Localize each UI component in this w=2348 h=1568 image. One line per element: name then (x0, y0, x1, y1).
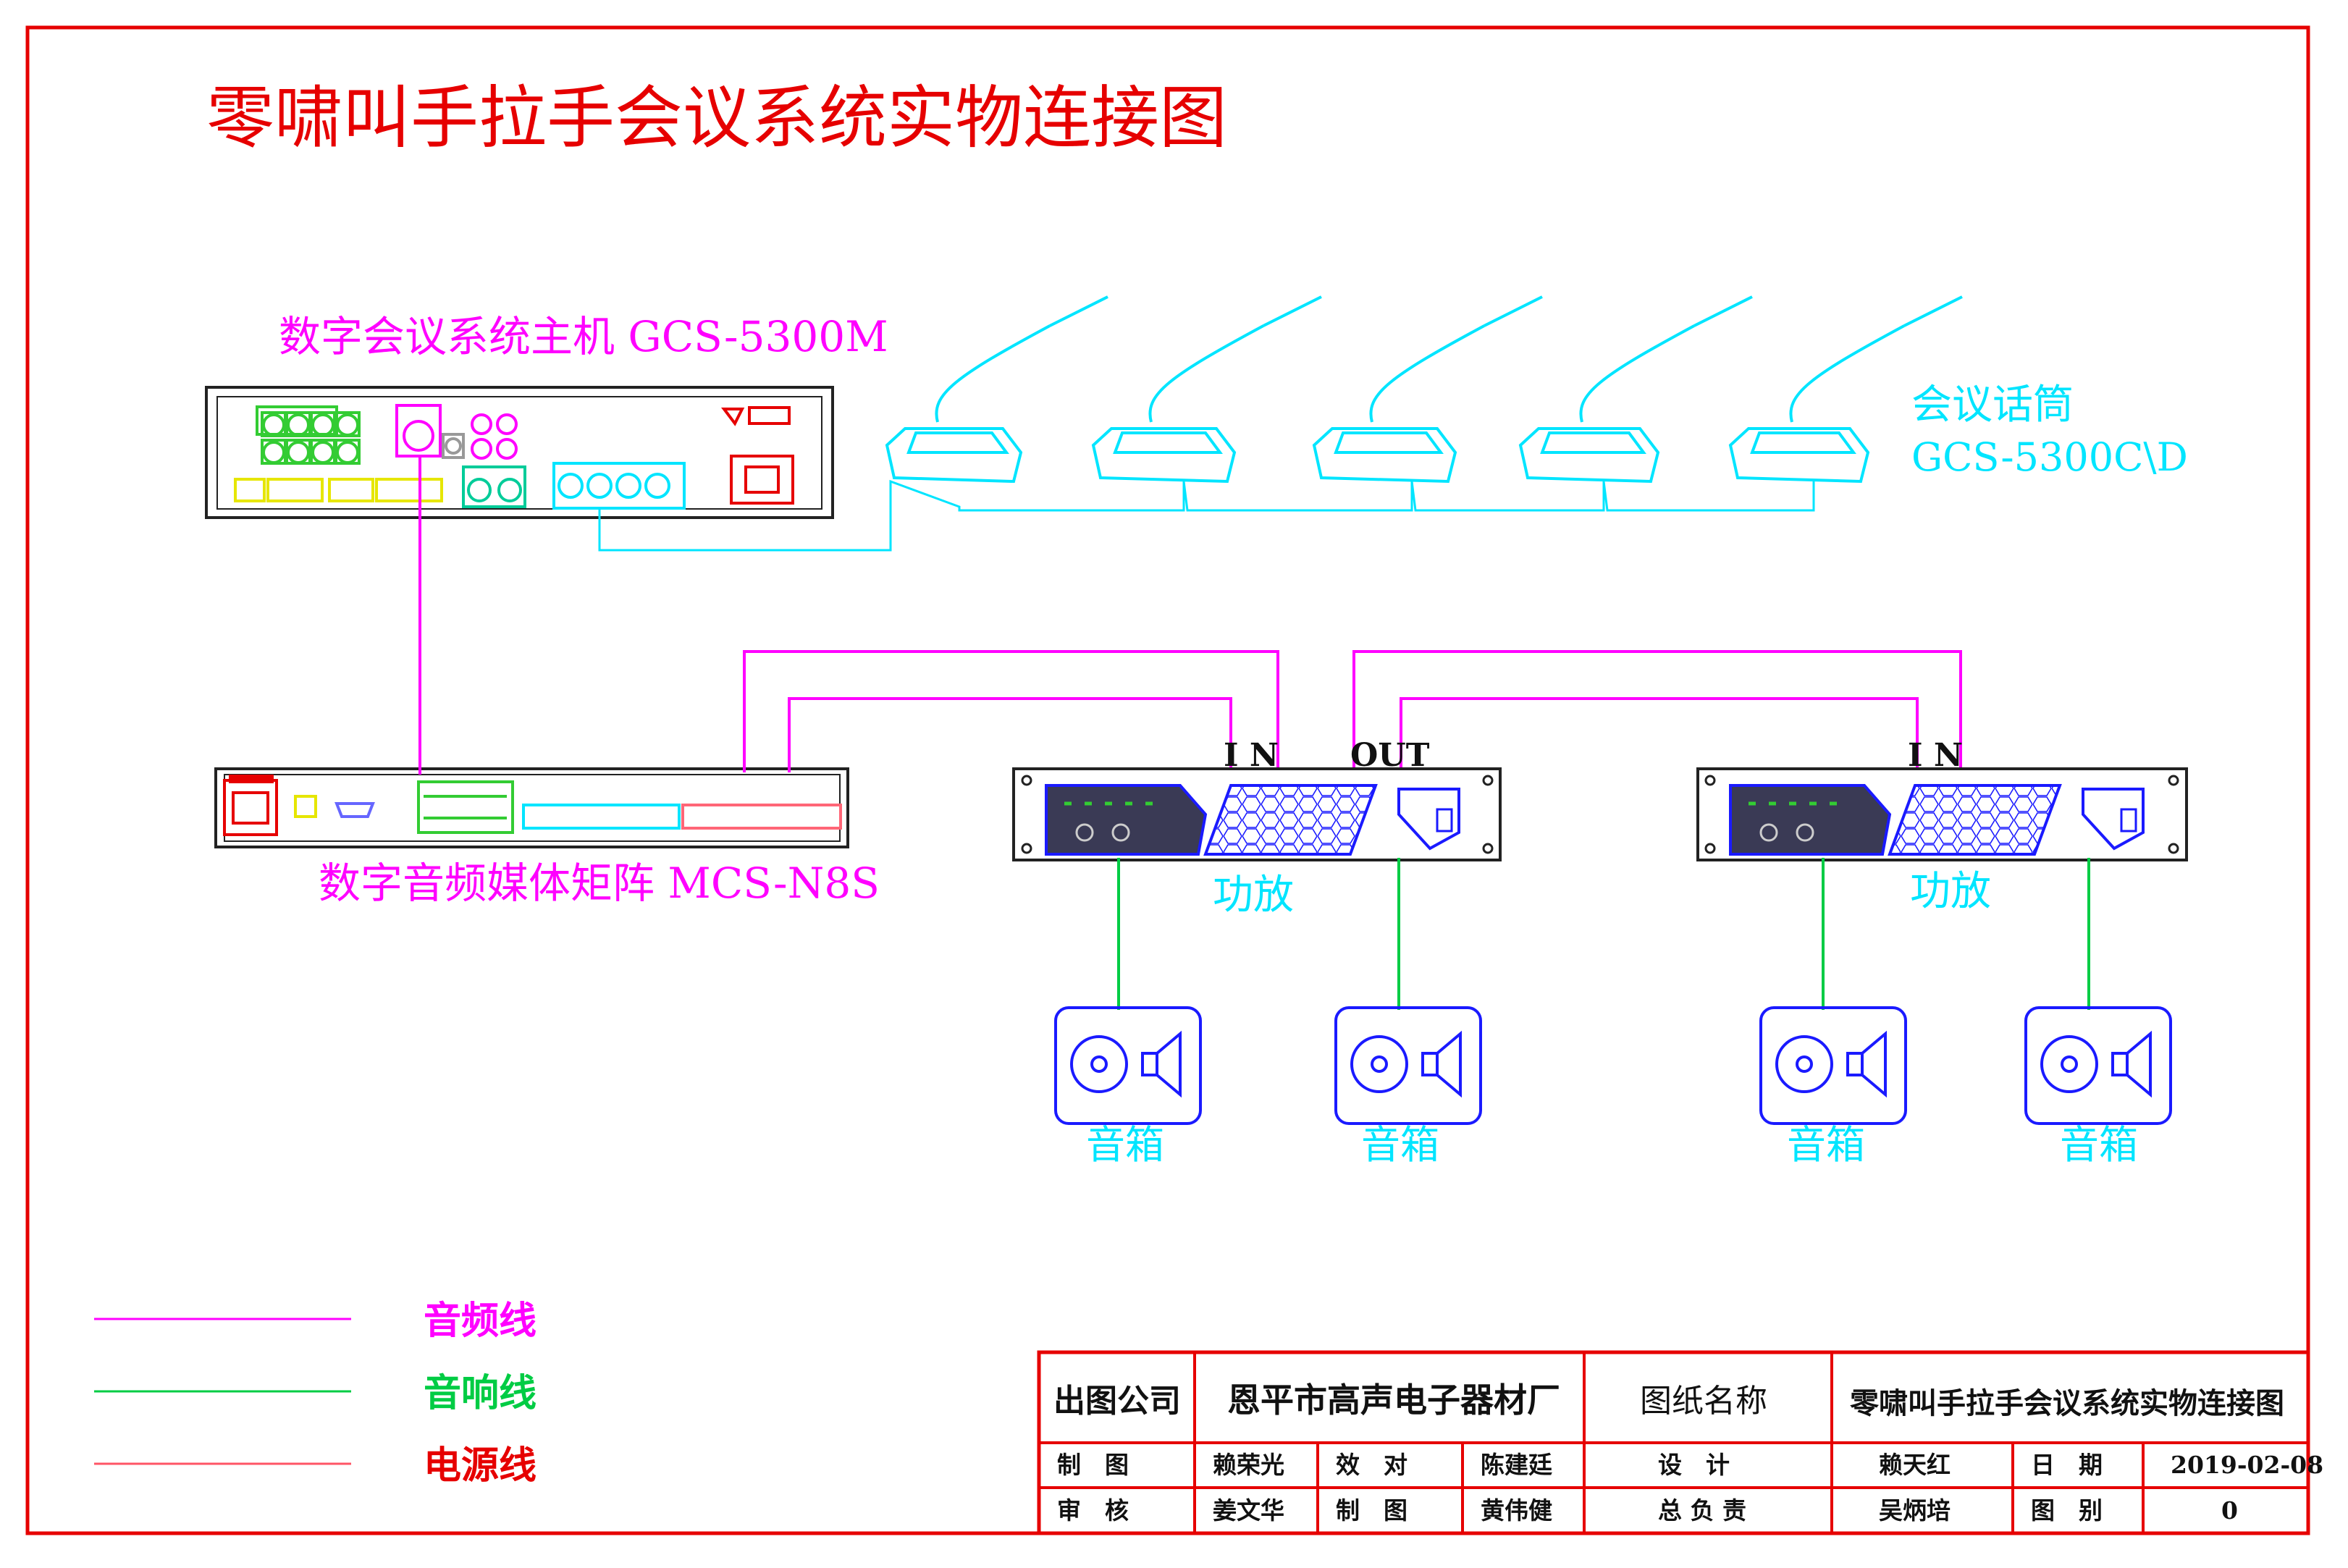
speaker-label-3: 音箱 (1787, 1122, 1865, 1168)
title-block: 出图公司 恩平市高声电子器材厂 图纸名称 零啸叫手拉手会议系统实物连接图 制 图… (1037, 1350, 2323, 1535)
host-connector-grid (256, 405, 361, 465)
tb-r1-c8: 2019-02-08 (2171, 1451, 2323, 1479)
speaker-label-2: 音箱 (1361, 1122, 1439, 1168)
tb-company: 恩平市高声电子器材厂 (1227, 1381, 1560, 1420)
tb-r1-c6: 赖天红 (1879, 1451, 1951, 1479)
tb-r2-c6: 吴炳培 (1879, 1496, 1951, 1525)
tb-r2-c4: 黄伟健 (1481, 1496, 1552, 1525)
mic-label-line1: 会议话筒 (1911, 382, 2074, 429)
host-power-inlet (721, 406, 794, 505)
tb-r1-c7: 日 期 (2031, 1451, 2103, 1479)
page-title: 零啸叫手拉手会议系统实物连接图 (206, 79, 1227, 158)
legend-label-power: 电源线 (424, 1443, 536, 1488)
speaker-label-1: 音箱 (1086, 1122, 1164, 1168)
tb-r1-c1: 制 图 (1057, 1451, 1129, 1479)
amplifier-2 (1696, 767, 2188, 861)
tb-drawing-name: 零啸叫手拉手会议系统实物连接图 (1850, 1386, 2284, 1420)
amplifier-1 (1012, 767, 1502, 861)
tb-r1-c2: 赖荣光 (1213, 1451, 1284, 1479)
amp1-label: 功放 (1213, 872, 1294, 919)
matrix-input-bank (522, 804, 681, 830)
audio-cable-amp1-amp2-b (1400, 697, 1919, 769)
host-xlr-out (395, 404, 465, 459)
tb-r2-c1: 审 核 (1057, 1496, 1129, 1525)
host-label: 数字会议系统主机 GCS-5300M (279, 312, 888, 361)
host-mic-ports (552, 462, 686, 510)
matrix-output-bank (681, 804, 842, 830)
tb-row-1: 制 图 赖荣光 效 对 陈建廷 设 计 赖天红 日 期 2019-02-08 (1057, 1451, 2323, 1479)
amp1-out-label: OUT (1350, 737, 1430, 774)
tb-r2-c2: 姜文华 (1213, 1496, 1284, 1525)
matrix-terminal-block (417, 780, 514, 834)
mic-unit-3 (1312, 295, 1543, 484)
mic-unit-4 (1518, 295, 1753, 484)
tb-company-label: 出图公司 (1053, 1383, 1181, 1420)
host-control-ports (234, 478, 443, 502)
tb-r2-c8: 0 (2221, 1496, 2238, 1525)
mic-label-line2: GCS-5300C\D (1911, 434, 2188, 480)
drawing-border (25, 25, 2310, 1535)
legend-label-speaker: 音响线 (424, 1371, 536, 1415)
tb-r1-c3: 效 对 (1336, 1451, 1407, 1479)
host-rca-jacks (471, 413, 518, 460)
tb-r1-c4: 陈建廷 (1481, 1451, 1552, 1479)
matrix-unit (214, 767, 849, 848)
amp2-in-label: I N (1908, 737, 1963, 774)
audio-cable-amp1-amp2-a (1352, 650, 1962, 769)
legend: 音频线 音响线 电源线 (94, 1299, 536, 1488)
matrix-power-inlet (223, 775, 278, 836)
speaker-3 (1759, 1006, 1907, 1125)
amp2-label: 功放 (1910, 868, 1991, 915)
speaker-2 (1334, 1006, 1482, 1125)
matrix-label: 数字音频媒体矩阵 MCS-N8S (319, 859, 880, 908)
mic-row (885, 295, 1963, 484)
mic-unit-2 (1091, 295, 1322, 484)
speaker-4 (2024, 1006, 2172, 1125)
speaker-label-4: 音箱 (2060, 1122, 2138, 1168)
legend-label-audio: 音频线 (424, 1299, 536, 1343)
matrix-control-ports (294, 795, 375, 818)
amp1-in-label: I N (1224, 737, 1279, 774)
tb-r2-c5: 总 负 责 (1658, 1496, 1746, 1525)
audio-cable-matrix-amp1-b (788, 697, 1232, 772)
tb-row-2: 审 核 姜文华 制 图 黄伟健 总 负 责 吴炳培 图 别 0 (1057, 1496, 2238, 1525)
mic-unit-1 (885, 295, 1108, 484)
tb-r2-c3: 制 图 (1336, 1496, 1407, 1525)
host-din-ports (462, 465, 526, 508)
mic-chain-cable (598, 479, 1815, 552)
audio-cable-matrix-amp1-a (743, 650, 1279, 772)
mic-unit-5 (1728, 295, 1963, 484)
host-unit: 数字会议系统主机 GCS-5300M (205, 312, 888, 519)
tb-drawing-name-label: 图纸名称 (1640, 1383, 1767, 1420)
tb-r1-c5: 设 计 (1658, 1451, 1730, 1479)
speaker-1 (1054, 1006, 1202, 1125)
tb-r2-c7: 图 别 (2031, 1496, 2103, 1525)
